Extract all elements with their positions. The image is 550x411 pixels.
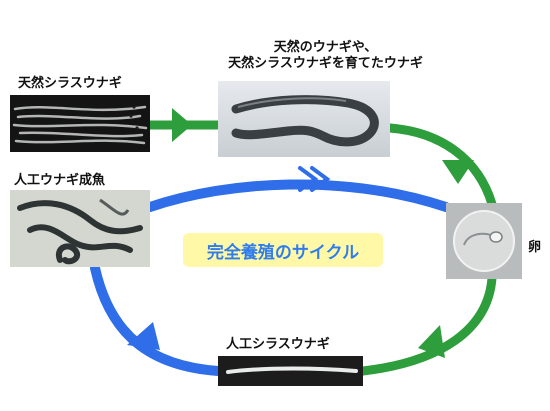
adult-eels-photo: [10, 190, 150, 267]
egg-to-artificial-glass-eel-arrow: [358, 273, 497, 376]
wild-eel-label: 天然のウナギや、 天然シラスウナギを育てたウナギ: [218, 40, 433, 73]
wild-glass-eels-photo: [10, 95, 150, 152]
wild-path-heads: [172, 108, 474, 358]
artificial-glass-eel-photo: [218, 356, 363, 386]
wild-eel-to-egg-arrow: [385, 123, 497, 209]
artificial-glass-eel-label: 人工シラスウナギ: [226, 337, 330, 352]
arrowhead-2: [442, 160, 474, 184]
wild-eel-label-line1: 天然のウナギや、: [273, 40, 378, 55]
cycle-label: 完全養殖のサイクル: [183, 233, 383, 267]
arrowhead-3: [418, 325, 445, 358]
double-chevron: [298, 166, 331, 192]
wild-eel-photo: [218, 81, 390, 157]
adult-to-egg-arrow: [145, 179, 451, 212]
artificial-glass-eel-to-adult-arrow: [90, 263, 223, 376]
arrowhead-1: [172, 108, 192, 142]
egg-label: 卵: [528, 240, 542, 255]
arrowhead-4: [127, 322, 160, 350]
adult-eel-label: 人工ウナギ成魚: [14, 173, 106, 188]
egg-photo: [446, 203, 522, 279]
wild-glass-eel-label: 天然シラスウナギ: [18, 76, 122, 91]
wild-eel-label-line2: 天然シラスウナギを育てたウナギ: [228, 56, 423, 72]
